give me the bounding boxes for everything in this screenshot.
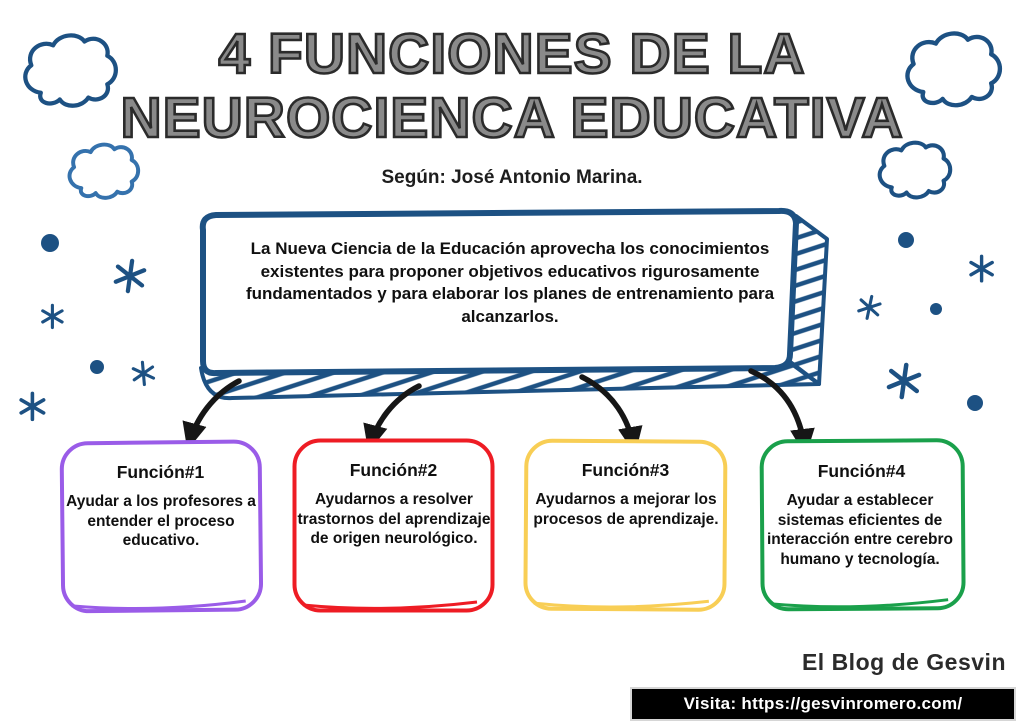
- dot-icon: [898, 232, 914, 248]
- star-icon: [41, 303, 64, 330]
- dot-icon: [90, 360, 104, 374]
- arrow-icon: [182, 378, 242, 451]
- function-3-heading: Función#3: [581, 460, 670, 480]
- dot-icon: [930, 303, 942, 315]
- dot-icon: [967, 395, 983, 411]
- function-box-shape: [59, 439, 264, 614]
- title-line-1: 4 FUNCIONES DE LA: [217, 21, 806, 88]
- dot-icon: [41, 234, 59, 252]
- function-box-shape: [523, 438, 728, 612]
- star-icon: [888, 363, 920, 399]
- star-icon: [115, 259, 146, 293]
- subtitle: Según: José Antonio Marina.: [381, 167, 643, 188]
- page-title: 4 FUNCIONES DE LA NEUROCIENCA EDUCATIVA: [0, 21, 1024, 152]
- visit-url-bar[interactable]: Visita: https://gesvinromero.com/: [630, 687, 1016, 721]
- main-box-face: [199, 207, 799, 377]
- function-2-text: Ayudarnos a resolver trastornos del apre…: [297, 491, 491, 548]
- star-icon: [131, 359, 156, 387]
- main-box-text: La Nueva Ciencia de la Educación aprovec…: [245, 239, 775, 326]
- function-1-text: Ayudar a los profesores a entender el pr…: [66, 493, 256, 550]
- function-4-heading: Función#4: [817, 461, 906, 481]
- function-2-heading: Función#2: [349, 460, 438, 480]
- function-box-shape: [292, 438, 495, 613]
- blog-credit: El Blog de Gesvin: [801, 649, 1006, 675]
- function-1-heading: Función#1: [116, 462, 205, 482]
- function-3-text: Ayudarnos a mejorar los procesos de apre…: [533, 491, 719, 528]
- star-icon: [856, 292, 883, 322]
- function-box-shape: [759, 438, 966, 612]
- title-line-2: NEUROCIENCA EDUCATIVA: [119, 85, 904, 152]
- function-4-text: Ayudar a establecer sistemas eficientes …: [766, 492, 954, 569]
- star-icon: [19, 391, 46, 422]
- star-icon: [969, 254, 994, 283]
